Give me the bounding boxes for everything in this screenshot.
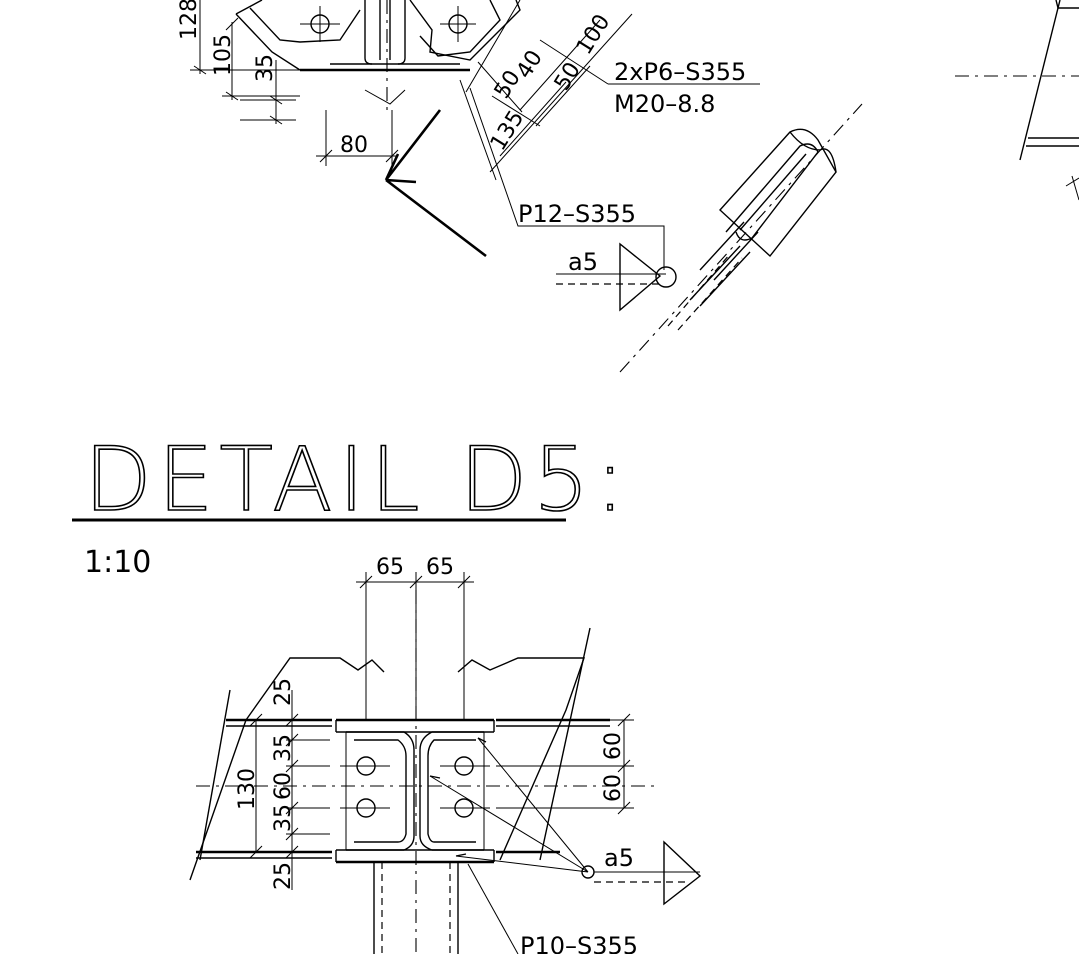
upper-labels: 2xP6–S355 M20–8.8 P12–S355 a5: [469, 39, 760, 312]
dim-25-top: 25: [271, 678, 296, 706]
d5-weld-callout: a5: [429, 737, 702, 906]
dim-35-bottom: 35: [271, 804, 296, 832]
d5-left-dimensions: 25 35 60 35 25 130: [235, 678, 330, 890]
dim-128: 128: [177, 0, 202, 40]
dim-65-left: 65: [376, 555, 404, 580]
upper-dim-80: 80: [316, 109, 487, 258]
dim-80: 80: [340, 133, 368, 158]
dim-105: 105: [211, 34, 236, 76]
label-gusset: P12–S355: [518, 200, 636, 228]
label-weld-d5: a5: [604, 844, 634, 872]
right-partial-view: [955, 0, 1079, 201]
dim-25-bottom: 25: [271, 862, 296, 890]
dim-100: 100: [572, 10, 615, 59]
dim-50b: 50: [550, 58, 586, 95]
d5-plate-callout: P10–S355: [467, 863, 638, 954]
d5-right-dimensions: 60 60: [496, 713, 634, 815]
dim-60-right-top: 60: [601, 732, 626, 760]
label-weld-upper: a5: [568, 248, 598, 276]
dim-35: 35: [253, 54, 278, 82]
label-bolts: M20–8.8: [614, 90, 715, 118]
detail-title: DETAIL D5:: [84, 428, 631, 531]
detail-d5-header: DETAIL D5: 1:10: [72, 427, 631, 580]
dim-35-top: 35: [271, 734, 296, 762]
upper-connection-view: [235, 0, 521, 110]
upper-diagonal-dimensions: 50 40 50 100 135: [459, 0, 633, 181]
dim-60-right-bottom: 60: [601, 774, 626, 802]
dim-130: 130: [235, 768, 260, 810]
d5-top-dimensions: 65 65: [356, 555, 474, 720]
label-plates: 2xP6–S355: [614, 58, 746, 86]
detail-scale: 1:10: [84, 545, 151, 580]
diagonal-member: [619, 103, 863, 373]
dim-60-left: 60: [271, 772, 296, 800]
label-plate-d5: P10–S355: [520, 932, 638, 954]
dim-65-right: 65: [426, 555, 454, 580]
upper-left-dimensions: 128 105 35: [177, 0, 300, 125]
